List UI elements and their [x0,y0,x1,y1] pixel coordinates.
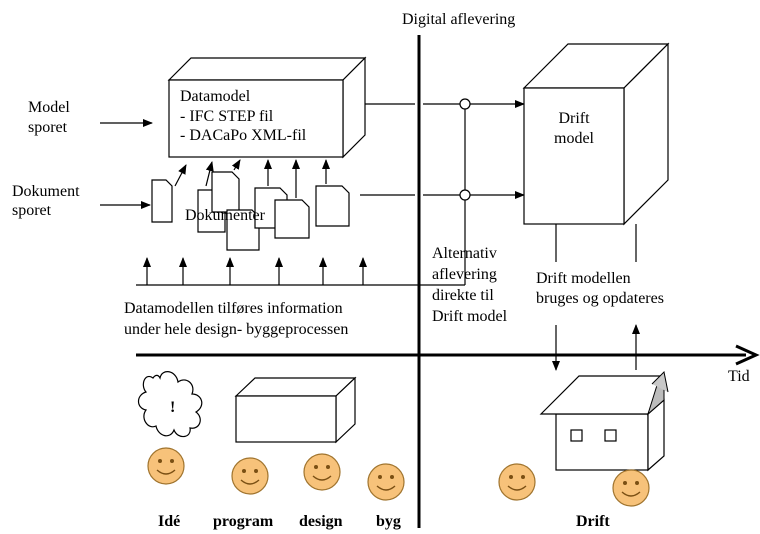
phase-byg: byg [376,513,401,530]
doc-arrow-2 [205,161,214,187]
datamodel-title: Datamodel [180,88,251,105]
smiley-icon-program [231,457,269,495]
model-sporet-line1: Model [28,99,70,116]
smiley-icon-drift-left [498,463,536,501]
dokumenter-label: Dokumenter [185,207,266,224]
document-1 [151,179,173,223]
drift-note-line2: bruges og opdateres [536,290,664,307]
datamodel-note-line2: under hele design- byggeprocessen [124,321,348,338]
datamodel-ifc: - IFC STEP fil [180,108,274,125]
smiley-icon-design [303,453,341,491]
dokument-sporet-line2: sporet [12,202,52,219]
model-sporet-line2: sporet [28,119,68,136]
doc-arrow-3 [231,159,241,171]
doc-arrow-1 [174,164,187,187]
smiley-icon-drift-right [612,469,650,507]
alt-line-4: Drift model [432,308,508,325]
alt-line-3: direkte til [432,287,494,304]
house-window-left [570,429,583,442]
time-axis-arrowhead [735,344,760,366]
drift-model-line1: Drift [558,110,590,127]
drift-model-line2: model [554,130,595,147]
house-icon [539,370,669,472]
datamodel-note-line1: Datamodellen tilføres information [124,300,343,317]
junction-model [459,98,471,110]
document-3 [211,171,240,213]
document-4 [226,209,260,251]
program-box-icon [234,376,357,444]
idea-cloud-icon: ! [137,371,203,438]
datamodel-xml: - DACaPo XML-fil [180,127,307,144]
junction-documents [459,189,471,201]
phase-design: design [299,513,343,530]
smiley-icon-byg [367,463,405,501]
dokument-sporet-line1: Dokument [12,183,80,200]
document-6 [274,199,310,239]
datamodel-box: Datamodel - IFC STEP fil - DACaPo XML-fi… [167,56,367,159]
drift-model-box: Drift model [522,42,670,226]
phase-drift: Drift [576,513,610,530]
alt-line-2: aflevering [432,266,497,283]
smiley-icon-ide [147,447,185,485]
document-7 [315,185,350,227]
digital-aflevering-label: Digital aflevering [402,11,515,28]
phase-ide: Idé [158,513,180,530]
drift-note-line1: Drift modellen [536,270,631,287]
alt-line-1: Alternativ [432,245,497,262]
phase-program: program [213,513,274,530]
house-window-right [604,429,617,442]
idea-exclamation: ! [170,399,175,416]
documents-group: Dokumenter [151,171,350,251]
time-axis-label: Tid [728,368,750,385]
